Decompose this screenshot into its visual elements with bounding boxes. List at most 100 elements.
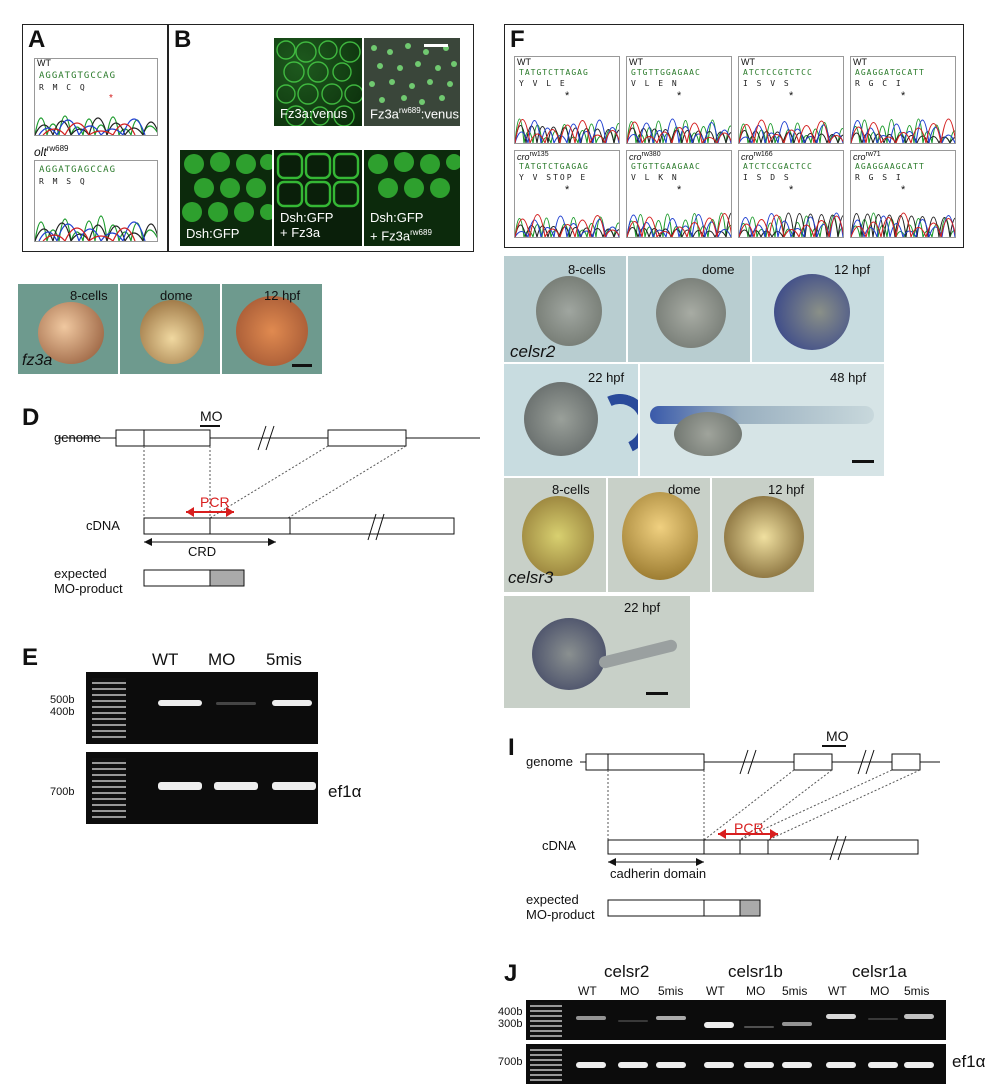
celsr2-22hpf-image: 22 hpf [504, 364, 638, 476]
panel-a-mut-bases: AGGATGAGCCAG [39, 165, 117, 175]
panel-a-wt-chromatogram: WT AGGATGTGCCAG R M C Q * [34, 58, 158, 136]
celsr3-stage-dome: dome [668, 482, 701, 497]
confocal-dsh-fz3a-texture [276, 152, 360, 208]
panel-j-lane-label: 5mis [782, 984, 808, 998]
panel-i-pcr-label: PCR [734, 820, 764, 836]
band [826, 1062, 856, 1068]
embryo-yolk [674, 412, 742, 456]
celsr2-stage-48hpf: 48 hpf [830, 370, 867, 385]
panel-i-expected-label: expected MO-product [526, 892, 595, 922]
panel-j-label: J [504, 960, 518, 987]
panel-f-trace: * [739, 90, 843, 143]
band [216, 702, 256, 705]
panel-f-mut-bases: GTGTTGAAGAAC [631, 162, 701, 171]
panel-j-lane-label: MO [620, 984, 640, 998]
band [904, 1062, 934, 1068]
panel-f-wt-label: WT [853, 57, 867, 67]
panel-f-wt-aa: R G C I [855, 79, 903, 88]
confocal-fz3a-venus: Fz3a:venus [274, 38, 362, 126]
panel-a-label: A [28, 26, 46, 53]
celsr3-stage-8cells: 8-cells [552, 482, 590, 497]
gel-j-top [526, 1000, 946, 1040]
ladder [530, 1046, 562, 1082]
panel-a-mut-chromatogram: AGGATGAGCCAG R M S Q [34, 160, 158, 242]
embryo [140, 300, 204, 364]
embryo [524, 382, 598, 456]
celsr2-stage-8cells: 8-cells [568, 262, 606, 277]
svg-text:*: * [677, 184, 682, 196]
confocal-dsh-rw689-label: Dsh:GFP + Fz3arw689 [370, 210, 432, 244]
confocal-fz3a-venus-label: Fz3a:venus [280, 106, 348, 121]
panel-f-mut-label: crorw135 [517, 151, 549, 162]
panel-f-wt-bases: AGAGGATGCATT [855, 68, 925, 77]
celsr3-stage-22hpf: 22 hpf [624, 600, 661, 615]
panel-f-wt-aa: Y V L E [519, 79, 567, 88]
embryo [622, 492, 698, 580]
fz3a-stage-12hpf: 12 hpf [264, 288, 301, 303]
band [618, 1062, 648, 1068]
panel-f-trace: * [627, 90, 731, 143]
gel-e-top [86, 672, 318, 744]
fz3a-stage-8cells: 8-cells [70, 288, 108, 303]
band [576, 1016, 606, 1020]
ladder [92, 678, 126, 740]
celsr2-stage-22hpf: 22 hpf [588, 370, 625, 385]
panel-f-wt-aa: I S V S [743, 79, 791, 88]
panel-d-label: D [22, 404, 40, 431]
panel-f-wt-bases: TATGTCTTAGAG [519, 68, 589, 77]
embryo [522, 496, 594, 576]
panel-e-lane-wt: WT [152, 650, 179, 669]
svg-text:*: * [789, 90, 794, 102]
scale-bar [646, 692, 668, 695]
svg-text:*: * [901, 184, 906, 196]
celsr2-dome-image: dome [628, 256, 750, 362]
scale-bar [292, 364, 312, 367]
confocal-dsh-texture [182, 152, 272, 222]
panel-f-trace: * [515, 90, 619, 143]
embryo [536, 276, 602, 346]
panel-f-wt-aa: V L E N [631, 79, 679, 88]
band [576, 1062, 606, 1068]
band [656, 1016, 686, 1020]
celsr3-8cells-image: 8-cells celsr3 [504, 478, 606, 592]
panel-e-label: E [22, 644, 39, 671]
panel-f-wt-label: WT [629, 57, 643, 67]
panel-j-gene-celsr2: celsr2 [604, 962, 650, 981]
scale-bar [852, 460, 874, 463]
confocal-cells-texture [276, 40, 362, 126]
band [744, 1026, 774, 1028]
panel-f-mut-bases: TATGTCTGAGAG [519, 162, 589, 171]
panel-f-mut-aa: R G S I [855, 173, 903, 182]
panel-f-trace: * [851, 184, 955, 237]
panel-d-genome-label: genome [54, 430, 101, 445]
panel-d-expected-label: expected MO-product [54, 566, 123, 596]
band [704, 1062, 734, 1068]
svg-text:*: * [677, 90, 682, 102]
confocal-dots-texture [369, 43, 457, 105]
embryo [38, 302, 104, 364]
band [214, 782, 258, 790]
panel-j-size-700: 700b [498, 1056, 523, 1068]
panel-i-domain-label: cadherin domain [610, 866, 707, 881]
band [656, 1062, 686, 1068]
panel-i-mo-label: MO [826, 728, 849, 744]
confocal-fz3a-rw689-venus: Fz3arw689:venus [364, 38, 460, 126]
panel-j-size-400: 400b [498, 1006, 523, 1018]
panel-f-mut-bases: AGAGGAAGCATT [855, 162, 925, 171]
celsr3-dome-image: dome [608, 478, 710, 592]
embryo-tail [597, 638, 679, 670]
panel-j-lane-label: WT [706, 984, 725, 998]
celsr2-8cells-image: 8-cells [504, 256, 626, 362]
ladder [92, 758, 126, 820]
panel-j-gene-celsr1a: celsr1a [852, 962, 907, 981]
svg-text:*: * [565, 184, 570, 196]
band [826, 1014, 856, 1019]
confocal-dsh-rw689-texture [368, 152, 460, 198]
celsr2-stage-dome: dome [702, 262, 735, 277]
panel-e-lane-5mis: 5mis [266, 650, 302, 669]
panel-a-mut-trace [35, 215, 157, 241]
panel-f-trace: * [515, 184, 619, 237]
